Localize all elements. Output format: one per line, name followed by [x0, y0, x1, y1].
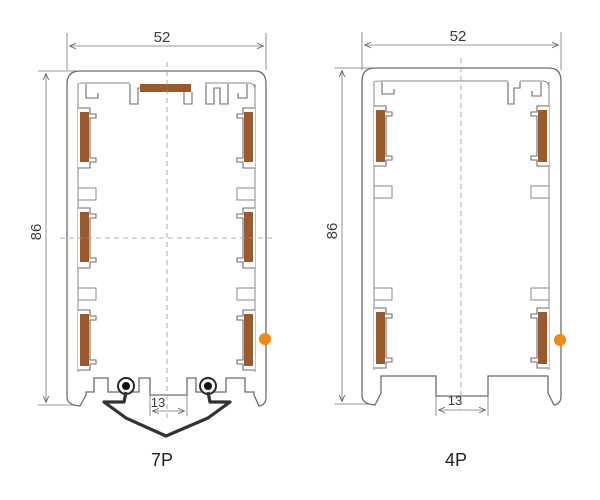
height-label-7p: 86	[28, 224, 45, 241]
top-conductor-7p	[140, 84, 191, 92]
housing-outline-7p	[66, 70, 267, 407]
housing-outline-4p	[361, 67, 562, 406]
conductor-r1-4p	[538, 110, 547, 162]
gap-label-4p: 13	[448, 393, 462, 408]
gap-dimension-4p: 13	[435, 392, 489, 416]
profile-4p: 52 86	[324, 28, 566, 470]
inner-wall-4p	[373, 80, 550, 370]
top-hook-right-7p	[237, 84, 248, 99]
width-dimension-4p: 52	[361, 28, 562, 70]
conductor-l1-7p	[80, 112, 89, 162]
conductor-l2-4p	[376, 312, 385, 364]
conductor-l3-7p	[80, 314, 89, 366]
top-conductor-hook-7p	[183, 92, 193, 105]
conductor-l2-7p	[80, 212, 89, 262]
top-slot-right-7p	[205, 84, 229, 105]
marker-dot-7p	[259, 333, 271, 345]
conductor-r2-4p	[538, 312, 547, 364]
height-dimension-4p: 86	[324, 67, 384, 405]
width-dimension-7p: 52	[66, 29, 267, 70]
conductor-r1-7p	[244, 112, 253, 162]
conductor-l1-4p	[376, 110, 385, 162]
side-notches-7p	[78, 187, 255, 301]
height-label-4p: 86	[324, 223, 341, 240]
top-hook-left-4p	[381, 82, 395, 95]
left-holders-4p	[374, 105, 393, 369]
right-holders-4p	[530, 105, 549, 369]
conductor-r3-7p	[244, 314, 253, 366]
caption-7p: 7P	[151, 450, 173, 470]
side-notches-4p	[374, 185, 549, 301]
top-hook-right-4p	[531, 82, 542, 97]
conductor-r2-7p	[244, 212, 253, 262]
caption-4p: 4P	[445, 450, 467, 470]
height-dimension-7p: 86	[28, 70, 90, 406]
width-label-4p: 52	[450, 28, 467, 45]
marker-dot-4p	[554, 334, 566, 346]
top-hook-left-7p	[85, 84, 99, 99]
top-slot-right-4p	[507, 82, 521, 105]
profile-7p: 52 86	[28, 29, 275, 470]
collector-connector-7p	[102, 391, 232, 438]
width-label-7p: 52	[154, 29, 171, 46]
gap-dimension-7p: 13	[149, 390, 188, 416]
gap-label-7p: 13	[151, 395, 165, 410]
